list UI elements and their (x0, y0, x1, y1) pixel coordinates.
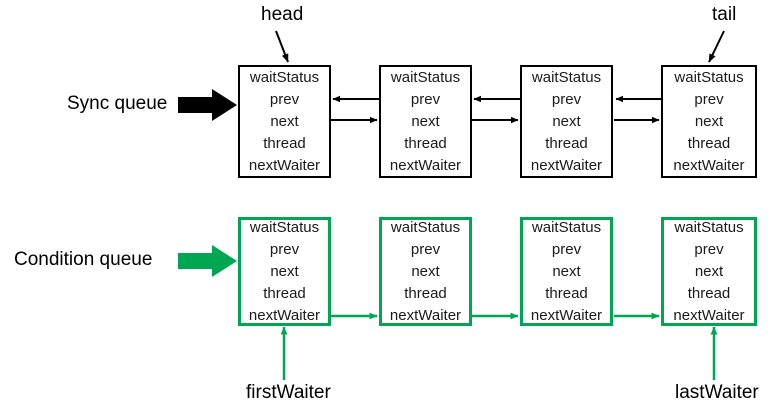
field-thread: thread (687, 284, 731, 302)
sync-queue-block-arrow-icon (178, 89, 237, 121)
field-nextWaiter: nextWaiter (673, 156, 745, 174)
field-nextWaiter: nextWaiter (248, 306, 321, 324)
first-waiter-label: firstWaiter (246, 382, 331, 403)
sync-node-3[interactable]: waitStatus prev next thread nextWaiter (520, 65, 613, 178)
last-waiter-label: lastWaiter (675, 382, 759, 403)
field-thread: thread (545, 134, 588, 152)
field-prev: prev (551, 240, 582, 258)
sync-queue-caption: Sync queue (67, 93, 168, 114)
field-nextWaiter: nextWaiter (673, 306, 745, 324)
condition-queue-caption: Condition queue (14, 249, 153, 270)
field-nextWaiter: nextWaiter (530, 306, 603, 324)
field-nextWaiter: nextWaiter (248, 156, 321, 174)
field-thread: thread (687, 134, 731, 152)
field-next: next (411, 262, 440, 280)
field-next: next (694, 112, 724, 130)
field-waitStatus: waitStatus (531, 218, 602, 236)
field-waitStatus: waitStatus (390, 68, 461, 86)
field-next: next (552, 262, 581, 280)
field-prev: prev (410, 90, 441, 108)
sync-node-1[interactable]: waitStatus prev next thread nextWaiter (238, 65, 331, 178)
field-prev: prev (551, 90, 582, 108)
field-waitStatus: waitStatus (531, 68, 602, 86)
field-nextWaiter: nextWaiter (530, 156, 603, 174)
field-next: next (270, 112, 299, 130)
head-pointer-arrow (275, 30, 289, 63)
tail-label: tail (712, 4, 737, 25)
field-next: next (270, 262, 299, 280)
sync-link-1 (331, 95, 379, 124)
condition-node-2[interactable]: waitStatus prev next thread nextWaiter (379, 217, 472, 326)
sync-link-3 (614, 95, 661, 124)
field-nextWaiter: nextWaiter (389, 156, 462, 174)
field-prev: prev (269, 240, 300, 258)
field-next: next (411, 112, 440, 130)
condition-node-1[interactable]: waitStatus prev next thread nextWaiter (238, 217, 331, 326)
condition-node-3[interactable]: waitStatus prev next thread nextWaiter (520, 217, 613, 326)
field-waitStatus: waitStatus (390, 218, 461, 236)
field-nextWaiter: nextWaiter (389, 306, 462, 324)
sync-link-2 (472, 95, 520, 124)
condition-queue-block-arrow-icon (178, 245, 237, 277)
sync-node-2[interactable]: waitStatus prev next thread nextWaiter (379, 65, 472, 178)
condition-node-4[interactable]: waitStatus prev next thread nextWaiter (661, 217, 757, 326)
field-prev: prev (269, 90, 300, 108)
field-thread: thread (404, 284, 447, 302)
head-label: head (261, 4, 304, 25)
field-thread: thread (404, 134, 447, 152)
sync-node-4[interactable]: waitStatus prev next thread nextWaiter (661, 65, 757, 178)
field-thread: thread (263, 134, 306, 152)
field-next: next (694, 262, 724, 280)
field-prev: prev (694, 240, 724, 258)
field-waitStatus: waitStatus (674, 68, 744, 86)
field-thread: thread (263, 284, 306, 302)
tail-pointer-arrow (708, 30, 725, 63)
field-waitStatus: waitStatus (249, 68, 320, 86)
field-thread: thread (545, 284, 588, 302)
field-prev: prev (410, 240, 441, 258)
field-waitStatus: waitStatus (249, 218, 320, 236)
field-next: next (552, 112, 581, 130)
field-prev: prev (694, 90, 724, 108)
field-waitStatus: waitStatus (674, 218, 744, 236)
